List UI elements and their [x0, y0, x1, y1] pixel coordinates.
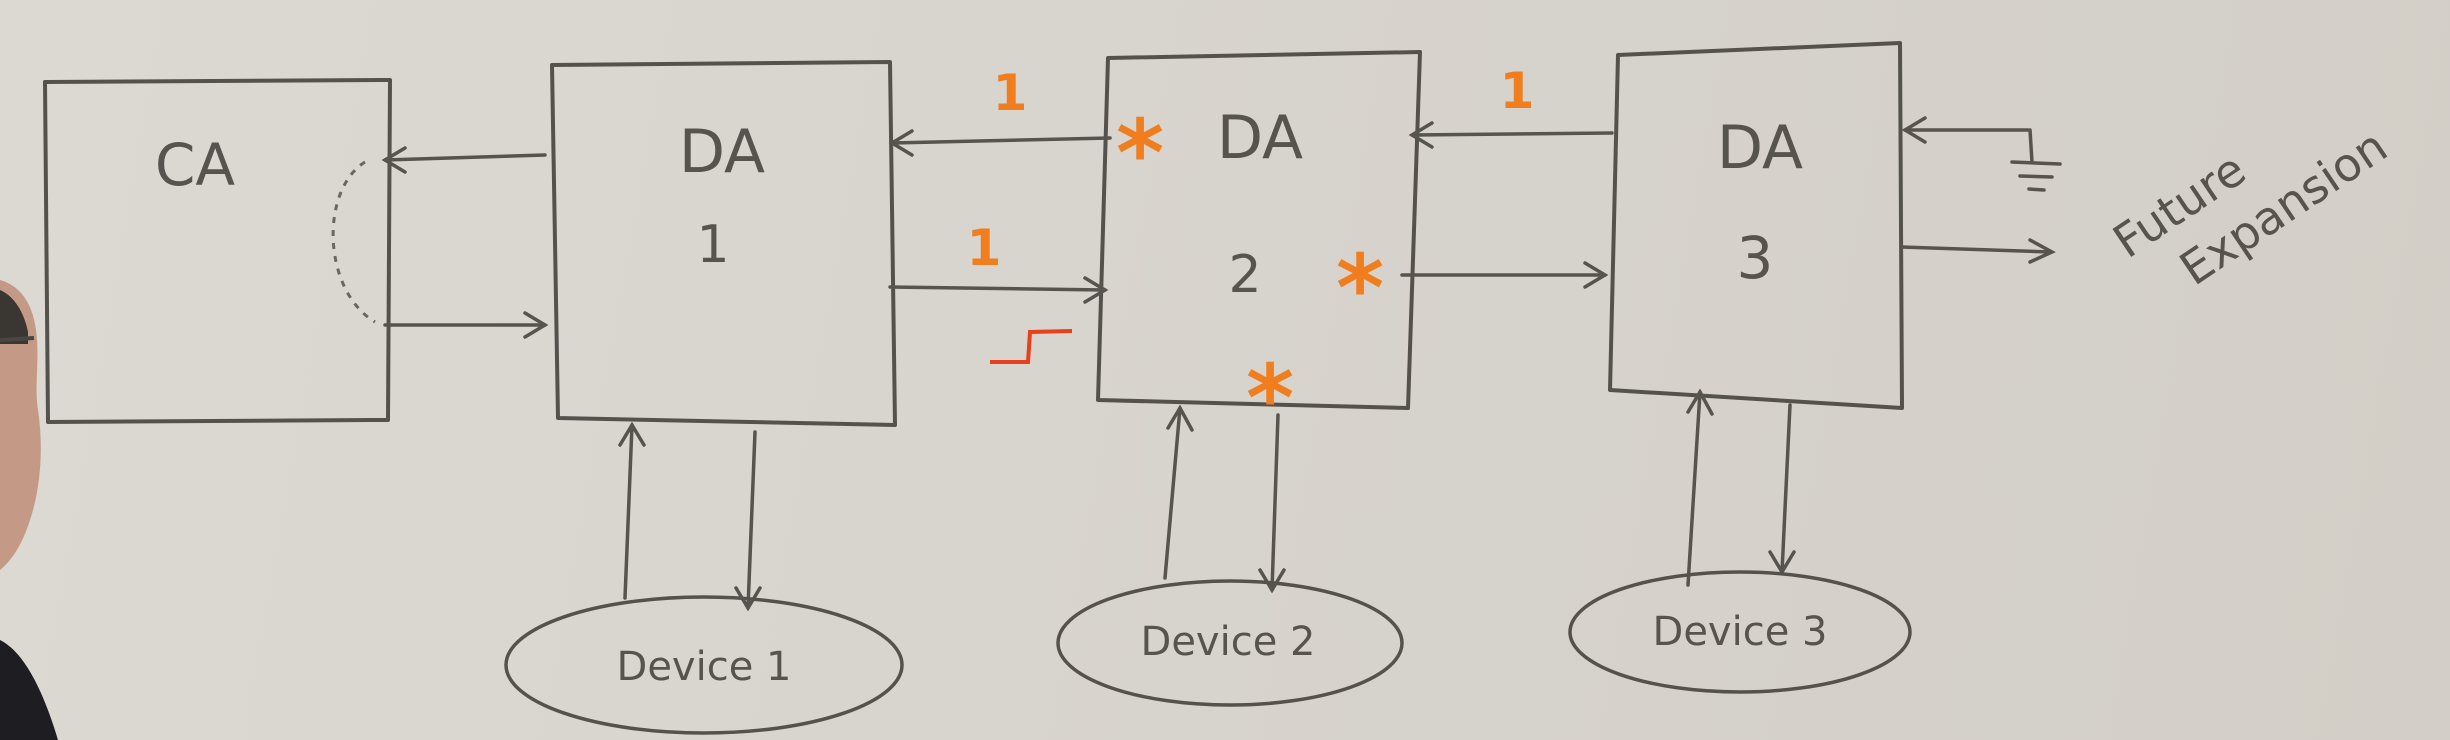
arrow-da1-to-ca	[381, 146, 547, 174]
arrow-da3-to-da2	[1408, 121, 1614, 149]
ground-icon	[2010, 160, 2062, 192]
arrow-da2-to-da3	[1400, 261, 1609, 289]
arrow-da2-to-device2	[1258, 413, 1286, 594]
da1-number: 1	[696, 215, 729, 275]
da1-box	[550, 60, 897, 427]
da3-label: DA	[1717, 113, 1803, 183]
ca-label: CA	[155, 131, 235, 199]
arrow-device2-to-da2	[1163, 404, 1194, 580]
mark-star-da2-left: *	[1116, 100, 1164, 207]
arrow-da3-to-future	[1900, 238, 2056, 264]
arrow-ca-to-da1	[383, 311, 549, 339]
person-silhouette	[0, 280, 58, 740]
ca-box	[43, 78, 392, 424]
device1-label: Device 1	[617, 644, 792, 690]
arrow-da1-to-device1	[734, 430, 762, 612]
device2-label: Device 2	[1141, 619, 1316, 665]
device1-ellipse	[504, 595, 904, 735]
da2-label: DA	[1217, 103, 1303, 173]
mark-star-da2-right: *	[1336, 235, 1384, 342]
device3-label: Device 3	[1653, 609, 1828, 655]
da2-number: 2	[1228, 245, 1261, 305]
arrow-da1-to-da2	[888, 276, 1109, 304]
mark-one-da3-da2: 1	[1500, 62, 1535, 120]
mark-one-da2-da1-top: 1	[993, 64, 1028, 122]
arrow-da3-to-device3	[1768, 403, 1796, 576]
ca-dashed-arc	[331, 160, 376, 324]
device3-ellipse	[1568, 570, 1912, 694]
da3-box	[1608, 41, 1904, 410]
da1-label: DA	[679, 117, 765, 187]
arrow-ground-to-da3	[1901, 116, 2034, 164]
arrow-da2-to-da1	[888, 129, 1112, 157]
mark-star-da2-bottom: *	[1246, 345, 1294, 452]
rising-edge-icon	[990, 329, 1073, 364]
mark-one-da1-da2-bottom: 1	[967, 219, 1002, 277]
arrow-device1-to-da1	[618, 421, 646, 600]
arrow-device3-to-da3	[1686, 388, 1714, 587]
da3-number: 3	[1737, 224, 1774, 292]
future-expansion-note: Future Expansion	[2103, 119, 2396, 296]
device2-ellipse	[1056, 579, 1404, 707]
